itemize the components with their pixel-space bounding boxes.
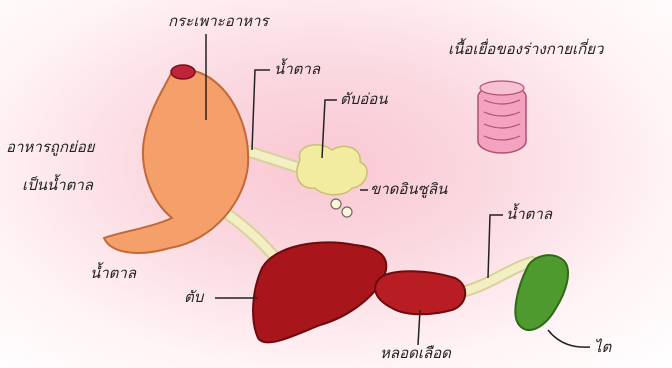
label-blood-vessel: หลอดเลือด [380,346,451,361]
stomach-shape [104,65,248,253]
liver-shape [253,242,386,342]
leader-sugar-right [488,215,503,278]
pancreas-shape [297,145,367,217]
leader-blood-vessel [418,310,420,345]
muscle-tissue-shape [478,81,526,153]
label-food-digested-1: อาหารถูกย่อย [6,140,95,155]
leader-sugar-top [252,70,270,150]
label-insulin-deficit: ขาดอินซูลิน [370,182,447,197]
label-muscle-tissue: เนื้อเยื่อของร่างกายเกี่ยว [448,42,603,57]
label-food-digested-2: เป็นน้ำตาล [22,178,93,193]
label-stomach: กระเพาะอาหาร [168,14,269,29]
label-kidney: ไต [594,340,611,355]
label-sugar-left: น้ำตาล [90,266,136,281]
blood-vessel-shape [375,271,465,314]
label-liver: ตับ [184,290,203,305]
label-sugar-right: น้ำตาล [506,207,552,222]
label-pancreas: ตับอ่อน [340,92,388,107]
leader-kidney [548,330,590,347]
label-sugar-top: น้ำตาล [274,62,320,77]
